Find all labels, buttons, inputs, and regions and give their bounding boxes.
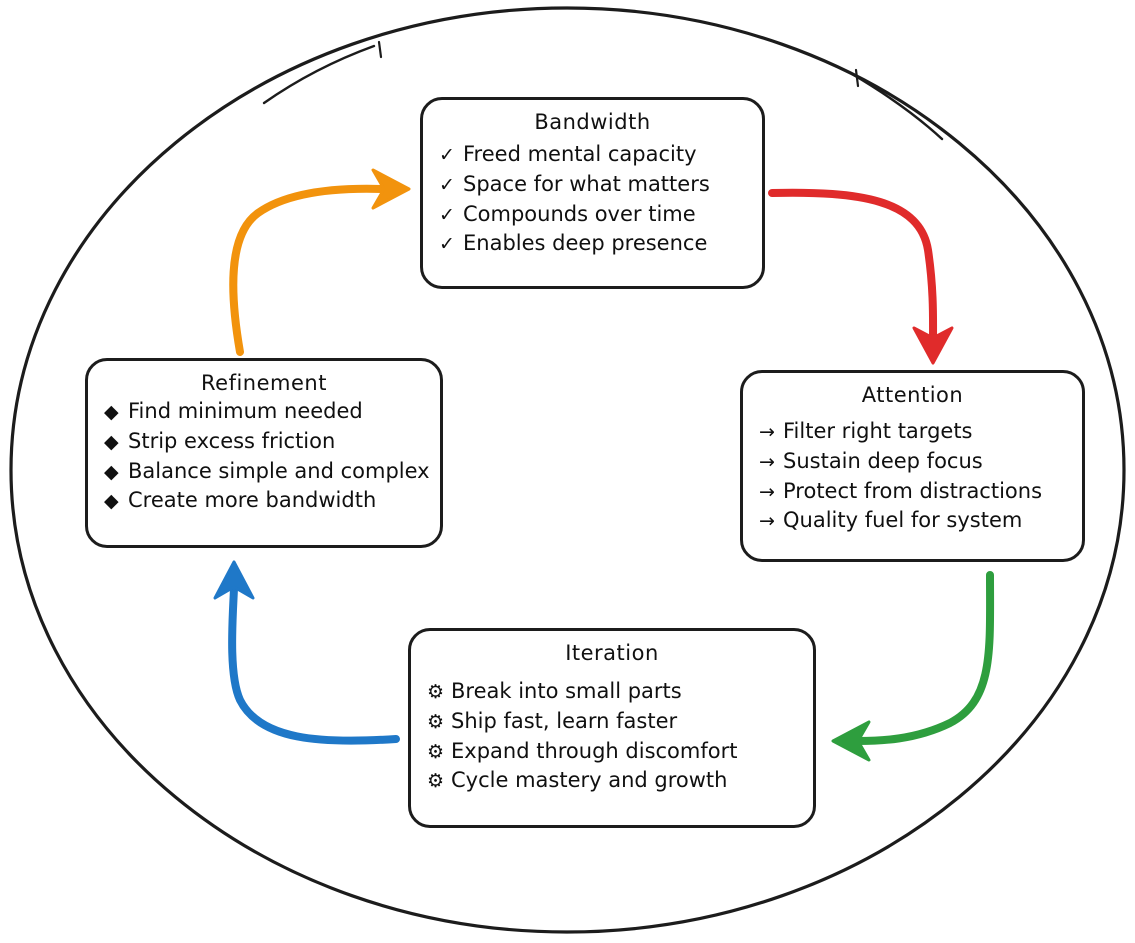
- gear-icon: ⚙: [427, 770, 445, 793]
- diamond-icon: ◆: [104, 401, 119, 423]
- diamond-icon: ◆: [104, 430, 119, 453]
- gear-icon: ⚙: [427, 710, 445, 733]
- arrow-right-icon: →: [759, 421, 775, 443]
- node-attention-list: → Filter right targets → Sustain deep fo…: [759, 417, 1066, 536]
- list-item: ✓ Freed mental capacity: [439, 140, 746, 170]
- connector-attention-to-iteration: [831, 571, 995, 762]
- gear-icon: ⚙: [427, 740, 445, 763]
- diamond-icon: ◆: [104, 490, 119, 513]
- list-item: ⚙ Ship fast, learn faster: [427, 707, 797, 737]
- arrow-right-icon: →: [759, 510, 775, 533]
- node-iteration-list: ⚙ Break into small parts ⚙ Ship fast, le…: [427, 677, 797, 796]
- list-item: ◆ Find minimum needed: [104, 397, 424, 427]
- node-refinement-list: ◆ Find minimum needed ◆ Strip excess fri…: [104, 397, 430, 516]
- node-bandwidth-title: Bandwidth: [534, 110, 651, 134]
- list-item: ✓ Enables deep presence: [439, 229, 746, 259]
- gear-icon: ⚙: [427, 681, 445, 703]
- arrow-right-icon: →: [759, 480, 775, 503]
- list-item: ⚙ Expand through discomfort: [427, 737, 797, 767]
- list-item: ✓ Space for what matters: [439, 170, 746, 200]
- list-item: → Sustain deep focus: [759, 447, 1066, 477]
- check-icon: ✓: [439, 233, 455, 256]
- node-bandwidth[interactable]: Bandwidth ✓ Freed mental capacity ✓ Spac…: [420, 97, 765, 289]
- node-attention[interactable]: Attention → Filter right targets → Susta…: [740, 370, 1085, 562]
- node-iteration-title: Iteration: [565, 641, 659, 665]
- node-refinement-title: Refinement: [201, 371, 327, 395]
- node-bandwidth-list: ✓ Freed mental capacity ✓ Space for what…: [439, 140, 746, 259]
- list-item: ◆ Create more bandwidth: [104, 486, 424, 516]
- check-icon: ✓: [439, 203, 455, 226]
- list-item: ⚙ Cycle mastery and growth: [427, 766, 797, 796]
- connector-iteration-to-refinement: [213, 560, 400, 745]
- list-item: ⚙ Break into small parts: [427, 677, 797, 707]
- check-icon: ✓: [439, 173, 455, 196]
- arrow-right-icon: →: [759, 450, 775, 473]
- list-item: → Protect from distractions: [759, 477, 1066, 507]
- node-refinement[interactable]: Refinement ◆ Find minimum needed ◆ Strip…: [85, 358, 443, 548]
- check-icon: ✓: [439, 144, 455, 166]
- node-iteration[interactable]: Iteration ⚙ Break into small parts ⚙ Shi…: [408, 628, 816, 828]
- list-item: → Quality fuel for system: [759, 506, 1066, 536]
- list-item: ✓ Compounds over time: [439, 200, 746, 230]
- node-attention-title: Attention: [861, 383, 964, 407]
- outer-ellipse: [9, 6, 1126, 934]
- connector-bandwidth-to-attention: [768, 188, 954, 365]
- connector-refinement-to-bandwidth: [229, 168, 411, 356]
- list-item: → Filter right targets: [759, 417, 1066, 447]
- list-item: ◆ Strip excess friction: [104, 427, 424, 457]
- diamond-icon: ◆: [104, 460, 119, 483]
- list-item: ◆ Balance simple and complex: [104, 457, 430, 487]
